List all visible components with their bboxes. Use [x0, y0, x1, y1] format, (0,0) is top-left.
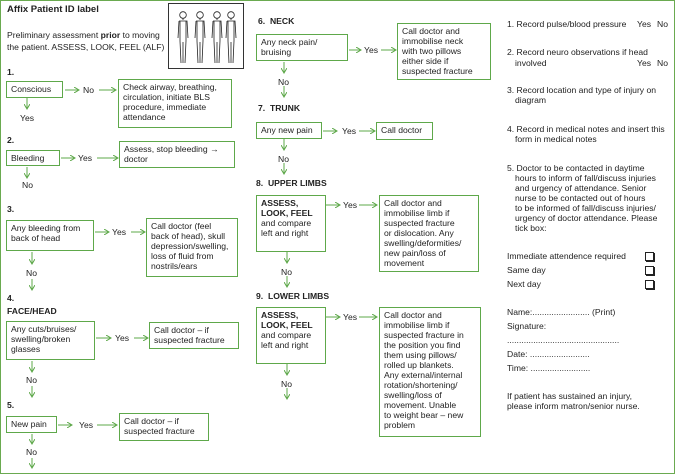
s2-no-label: No	[22, 180, 33, 190]
injury-notice: If patient has sustained an injury,pleas…	[507, 391, 640, 411]
s4-no-label: No	[26, 375, 37, 385]
s7-yes-action: Call doctor	[376, 122, 433, 140]
tick-immediate-checkbox[interactable]	[645, 252, 654, 261]
bleeding-question: Bleeding	[6, 150, 60, 166]
section-3-number: 3.	[7, 204, 15, 214]
doctor-contact-instructions: 5. Doctor to be contacted in daytime hou…	[507, 163, 658, 233]
neck-title: 6. NECK	[258, 16, 295, 26]
trunk-title: 7. TRUNK	[258, 103, 301, 113]
s6-yes-label: Yes	[364, 45, 379, 55]
tick-same-day-checkbox[interactable]	[645, 266, 654, 275]
pulse-yes-option[interactable]: Yes	[637, 19, 652, 29]
tick-next-day-checkbox[interactable]	[645, 280, 654, 289]
s2-yes-action: Assess, stop bleeding →doctor	[119, 141, 235, 168]
s2-yes-label: Yes	[78, 153, 93, 163]
s8-yes-label: Yes	[343, 200, 358, 210]
s8-no-label: No	[281, 267, 292, 277]
section-5-number: 5.	[7, 400, 15, 410]
s7-no-label: No	[278, 154, 289, 164]
s6-no-label: No	[278, 77, 289, 87]
s1-yes-label: Yes	[20, 113, 35, 123]
signature-field[interactable]: Signature:	[507, 321, 547, 331]
lower-limbs-title: 9. LOWER LIMBS	[256, 291, 330, 301]
time-field[interactable]: Time: .........................	[507, 363, 591, 373]
section-2-number: 2.	[7, 135, 15, 145]
assessment-intro-line2: the patient. ASSESS, LOOK, FEEL (ALF)	[7, 42, 165, 52]
trunk-question: Any new pain	[256, 122, 322, 139]
signature-line[interactable]: ........................................…	[507, 335, 620, 345]
neuro-yes-option[interactable]: Yes	[637, 58, 652, 68]
record-pulse-bp: 1. Record pulse/blood pressure	[507, 19, 627, 29]
s1-no-label: No	[83, 85, 94, 95]
s3-no-label: No	[26, 268, 37, 278]
s4-yes-label: Yes	[115, 333, 130, 343]
s7-yes-label: Yes	[342, 126, 357, 136]
new-pain-question: New pain	[6, 416, 57, 433]
date-field[interactable]: Date: .........................	[507, 349, 590, 359]
record-neuro-obs: 2. Record neuro observations if head	[507, 47, 648, 57]
face-head-title: FACE/HEAD	[7, 306, 57, 316]
neuro-no-option[interactable]: No	[657, 58, 668, 68]
section-1-number: 1.	[7, 67, 15, 77]
tick-immediate-label: Immediate attendence required	[507, 251, 626, 261]
body-diagram	[168, 3, 244, 69]
s9-no-label: No	[281, 379, 292, 389]
upper-limbs-title: 8. UPPER LIMBS	[256, 178, 327, 188]
name-field[interactable]: Name:........................ (Print)	[507, 307, 616, 317]
record-medical-notes: 4. Record in medical notes and insert th…	[507, 124, 665, 144]
record-neuro-obs-line2: involved	[515, 58, 547, 68]
pulse-no-option[interactable]: No	[657, 19, 668, 29]
neck-question: Any neck pain/bruising	[256, 34, 348, 61]
record-injury-location: 3. Record location and type of injury on…	[507, 85, 657, 105]
s5-yes-label: Yes	[79, 420, 94, 430]
assessment-intro: Preliminary assessment prior to moving	[7, 30, 160, 40]
section-4-number: 4.	[7, 293, 15, 303]
s1-no-action: Check airway, breathing,circulation, ini…	[118, 79, 232, 128]
conscious-question: Conscious	[6, 81, 63, 98]
s9-yes-label: Yes	[343, 312, 358, 322]
s3-yes-label: Yes	[112, 227, 127, 237]
tick-next-day-label: Next day	[507, 279, 541, 289]
s5-no-label: No	[26, 447, 37, 457]
tick-same-day-label: Same day	[507, 265, 546, 275]
patient-id-label: Affix Patient ID label	[7, 4, 99, 15]
